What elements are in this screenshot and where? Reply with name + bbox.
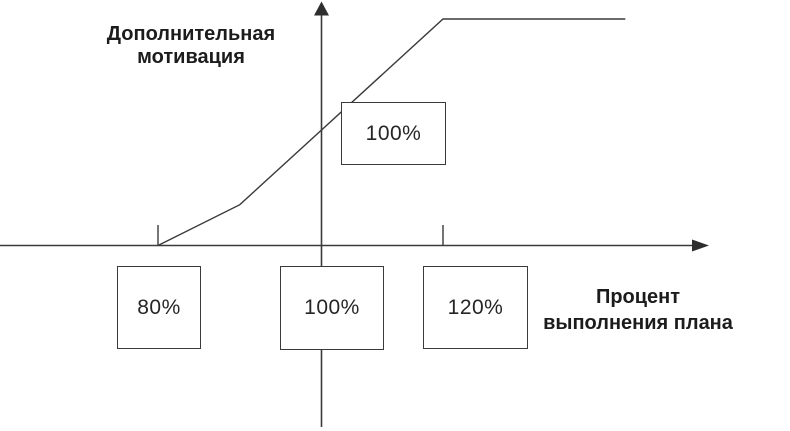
x-axis-title: Процент выполнения плана [528,284,748,336]
x-axis-ticks [157,225,444,246]
max-motivation-callout-box: 100% [341,102,446,165]
x-axis-callout-box-120: 120% [423,266,528,349]
x-axis-callout-value-80: 80% [137,295,181,319]
x-axis-callout-box-100: 100% [280,266,384,350]
y-axis-title-line1: Дополнительная [106,23,276,45]
x-axis-title-line2: выполнения плана [543,312,733,334]
y-axis-title-line2: мотивация [137,46,245,68]
y-axis-title: Дополнительная мотивация [86,23,296,69]
x-axis-arrowhead-icon [692,239,709,252]
x-axis-callout-value-100: 100% [304,296,360,319]
x-axis-callout-value-120: 120% [447,295,504,319]
x-axis-title-line1: Процент [595,286,681,308]
y-axis-arrowhead-icon [314,1,329,16]
max-motivation-callout-value: 100% [365,121,422,145]
x-axis-callout-box-80: 80% [117,266,201,349]
